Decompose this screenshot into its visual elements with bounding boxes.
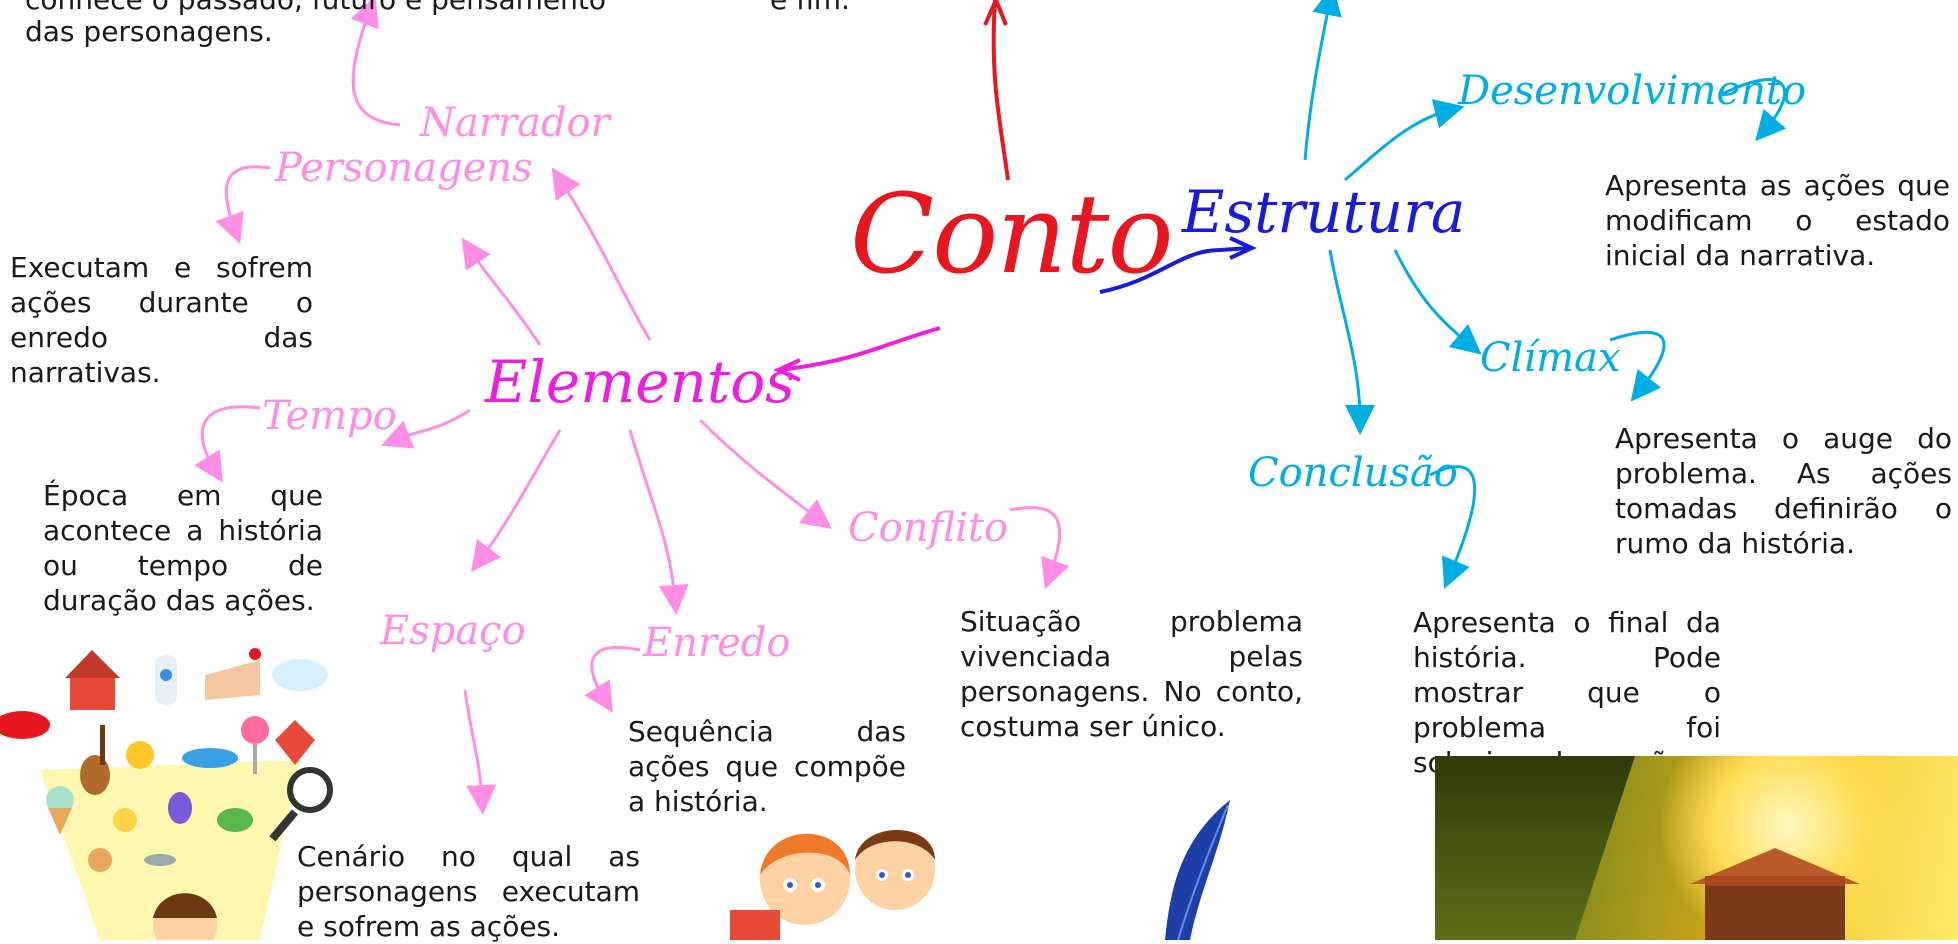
arrow-climax-desc	[1609, 330, 1666, 402]
desc-enredo: Sequência das ações que compõe a históri…	[628, 715, 906, 818]
node-narrador: Narrador	[420, 100, 610, 146]
arrow-conto-elementos	[779, 326, 941, 372]
helicopter-icon	[0, 711, 50, 739]
arrow-tempo-desc	[194, 405, 261, 483]
node-personagens: Personagens	[275, 145, 533, 191]
book-icon	[730, 910, 780, 940]
arrow-elementos-espaco	[471, 429, 562, 573]
kids-reading-illustration	[730, 830, 935, 940]
desc-climax: Apresenta o auge do problema. As ações t…	[1615, 422, 1952, 560]
magnifier-icon	[269, 767, 333, 842]
arrow-elementos-conflito	[698, 418, 832, 530]
arrow-narrador-up	[350, 0, 401, 127]
ice-cream-icon	[46, 786, 74, 835]
narrador-desc-line2: das personagens.	[25, 15, 273, 48]
node-desenvolvimento: Desenvolvimento	[1458, 68, 1807, 114]
node-tempo: Tempo	[262, 393, 397, 439]
guitar-icon	[80, 725, 110, 795]
lollipop-icon	[241, 716, 269, 774]
arrow-elementos-enredo	[628, 429, 689, 615]
arrow-personagens-desc	[215, 165, 271, 245]
ufo-icon	[144, 854, 176, 866]
desc-espaco: Cenário no qual as personagens executam …	[297, 840, 640, 943]
inicio-desc-tail: e fim.	[770, 0, 910, 17]
arrow-espaco-desc	[463, 689, 497, 815]
arrow-estrutura-up	[1303, 0, 1342, 161]
arrow-conto-up	[991, 0, 1010, 181]
balloon-icon	[168, 792, 192, 824]
kite-icon	[275, 720, 315, 765]
desc-desenvolvimento: Apresenta as ações que modificam o estad…	[1605, 169, 1950, 272]
arrow-elementos-tempo	[381, 408, 471, 449]
estrutura-title: Estrutura	[1182, 178, 1466, 246]
trees	[1435, 756, 1635, 940]
elementos-title: Elementos	[485, 348, 795, 416]
blue-feather	[1165, 800, 1230, 940]
arrow-desenvolvimento-desc	[1719, 78, 1787, 142]
girl-figure	[760, 833, 850, 925]
node-climax: Clímax	[1480, 335, 1621, 381]
arrow-conflito-desc	[1009, 506, 1070, 590]
dragon-icon	[217, 808, 253, 832]
moon-icon	[113, 808, 137, 832]
planet-icon	[88, 848, 112, 872]
arrow-estrutura-conclusao	[1328, 249, 1375, 435]
cake-icon	[205, 648, 261, 700]
conto-title: Conto	[850, 170, 1174, 298]
node-conclusao: Conclusão	[1248, 450, 1458, 496]
node-espaco: Espaço	[380, 608, 526, 654]
arrow-estrutura-climax	[1393, 249, 1482, 355]
narrador-desc-line1: conhece o passado, futuro e pensamento	[25, 0, 665, 17]
desc-conflito: Situação problema vivenciada pelas perso…	[960, 605, 1303, 743]
arrow-conto-estrutura	[1099, 246, 1251, 294]
pegasus-icon	[272, 659, 328, 691]
house-icon	[65, 650, 120, 710]
arrow-enredo-desc	[584, 645, 641, 713]
forest-cabin-photo	[1435, 756, 1958, 940]
sun-icon	[126, 741, 154, 769]
node-conflito: Conflito	[848, 505, 1009, 551]
desc-personagens: Executam e sofrem ações durante o enredo…	[10, 251, 313, 389]
arrow-estrutura-desenvolvimento	[1344, 99, 1465, 182]
rocket-icon	[155, 655, 177, 705]
boy-figure	[855, 830, 935, 910]
desc-conclusao: Apresenta o final da história. Pode most…	[1413, 606, 1721, 779]
plane-icon	[182, 748, 238, 768]
arrow-conclusao-desc	[1429, 465, 1477, 589]
arrow-elementos-personagens	[461, 237, 542, 346]
arrow-elementos-narrador	[551, 167, 652, 341]
node-enredo: Enredo	[643, 620, 791, 666]
toys-imagination-illustration	[0, 648, 333, 940]
cabin	[1705, 876, 1845, 940]
desc-tempo: Época em que acontece a história ou temp…	[43, 479, 323, 617]
boy-face	[153, 893, 217, 940]
